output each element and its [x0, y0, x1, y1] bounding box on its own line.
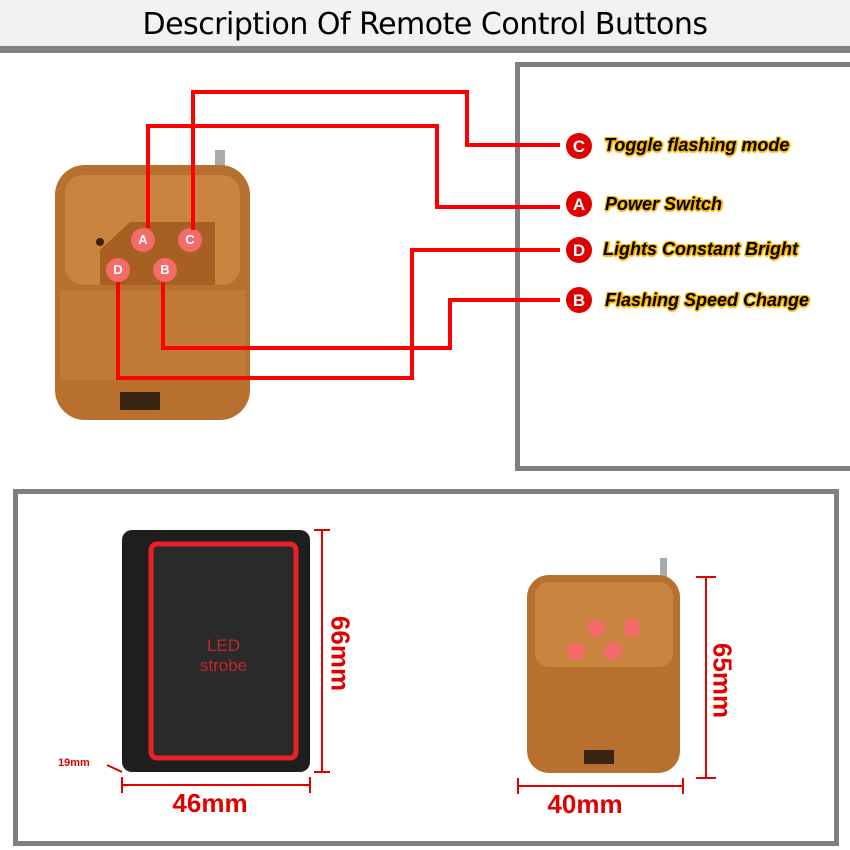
- leader-line-a: [146, 124, 560, 228]
- led-label-line2: strobe: [199, 656, 248, 675]
- remote-button-d: [106, 258, 130, 282]
- led-label-line1: LED: [206, 636, 241, 655]
- depth-dim-line: [106, 764, 123, 773]
- remote-button-label: C: [185, 232, 195, 247]
- leader-line-b: [161, 282, 560, 350]
- legend-letter: D: [572, 241, 586, 260]
- legend-label: Flashing Speed Change: [605, 290, 810, 310]
- led-depth-label: 19mm: [58, 757, 90, 769]
- dimension-diagram: [106, 529, 716, 794]
- leader-line-c: [191, 90, 560, 230]
- remote-button-c: [178, 228, 202, 252]
- legend-label: Lights Constant Bright: [603, 239, 798, 259]
- title-divider: [0, 46, 850, 53]
- remote-button-a: [131, 228, 155, 252]
- legend-letter: C: [572, 137, 586, 156]
- remote-height-label: 65mm: [707, 642, 738, 719]
- legend-label: Toggle flashing mode: [604, 135, 790, 155]
- leader-line-d: [116, 248, 560, 380]
- small-remote-image: [527, 558, 680, 773]
- remote-button-label: D: [113, 262, 123, 277]
- page-title: Description Of Remote Control Buttons: [0, 0, 850, 46]
- legend-letter: A: [572, 195, 586, 214]
- remote-width-label: 40mm: [547, 789, 623, 819]
- led-label: LED strobe: [151, 636, 296, 676]
- remote-diagram: [55, 90, 592, 420]
- led-width-label: 46mm: [172, 788, 248, 818]
- legend-label: Power Switch: [605, 194, 723, 214]
- led-strobe-box: [122, 530, 310, 772]
- dimensions-panel: [13, 489, 839, 846]
- remote-button-label: B: [160, 262, 170, 277]
- legend-letter: B: [572, 291, 586, 310]
- legend-panel: [515, 62, 850, 471]
- led-height-label: 66mm: [325, 615, 356, 692]
- remote-button-label: A: [138, 232, 148, 247]
- remote-button-b: [153, 258, 177, 282]
